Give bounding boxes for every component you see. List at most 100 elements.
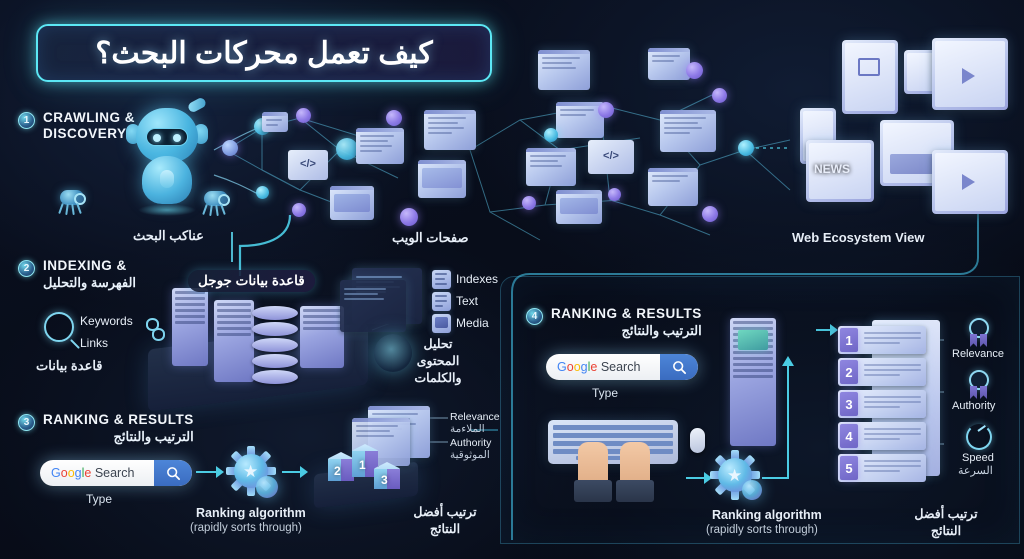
web-page-thumb bbox=[356, 128, 404, 164]
computer-mouse[interactable] bbox=[690, 428, 705, 453]
google-search-text-right: Google Search bbox=[557, 360, 641, 374]
web-page-thumb bbox=[538, 50, 590, 90]
spider-leg bbox=[58, 202, 64, 215]
text-label: Text bbox=[456, 294, 479, 308]
left-sleeve bbox=[574, 480, 612, 502]
ranking-algorithm-label-right: Ranking algorithm bbox=[712, 508, 822, 522]
web-node bbox=[386, 110, 402, 126]
ranking-gear-small-left bbox=[252, 472, 282, 502]
best-results-label-right: ترتيب أفضل النتائج bbox=[914, 507, 978, 538]
video-device-2 bbox=[932, 150, 1008, 214]
relevance-badge-label: Relevance bbox=[952, 348, 1004, 360]
authority-badge-icon bbox=[966, 370, 992, 400]
links-label: Links bbox=[80, 336, 109, 350]
page-title-banner: كيف تعمل محركات البحث؟ bbox=[36, 24, 492, 82]
result-rank-1: 1 bbox=[840, 328, 858, 352]
video-device bbox=[932, 38, 1008, 110]
search-submit-button-left[interactable] bbox=[154, 460, 192, 486]
spider-lens-icon bbox=[74, 193, 86, 205]
robot-antenna-icon bbox=[186, 96, 208, 114]
right-hand bbox=[620, 442, 650, 486]
keywords-label: Keywords bbox=[80, 314, 133, 328]
web-page-code: </> bbox=[288, 150, 328, 180]
ranking-algorithm-sub-left: (rapidly sorts through) bbox=[190, 522, 302, 534]
google-search-box-right[interactable]: Google Search bbox=[546, 354, 698, 380]
gear-star-icon: ★ bbox=[727, 466, 743, 485]
globe-node-icon bbox=[336, 138, 358, 160]
result-rank-2: 2 bbox=[840, 360, 858, 384]
spiders-label: عناكب البحث bbox=[133, 228, 204, 243]
web-node bbox=[598, 102, 614, 118]
step-4-number: 4 bbox=[526, 308, 543, 325]
type-label-left: Type bbox=[86, 492, 113, 506]
web-page-media bbox=[418, 160, 466, 198]
step-1-crawling[interactable]: 1 CRAWLING & DISCOVERY bbox=[18, 110, 135, 143]
google-search-box-left[interactable]: Google Search bbox=[40, 460, 192, 486]
search-spider-icon-2 bbox=[196, 186, 236, 217]
step-4-title-en: RANKING & RESULTS bbox=[551, 306, 702, 321]
step-3-title-en: RANKING & RESULTS bbox=[43, 412, 194, 427]
content-analysis-label: تحليل المحتوى والكلمات bbox=[414, 337, 462, 385]
keyboard[interactable] bbox=[548, 420, 678, 464]
robot-chest-light bbox=[160, 170, 174, 188]
robot-visor bbox=[146, 128, 188, 146]
step-1-title-line1: CRAWLING & bbox=[43, 110, 135, 125]
web-page-thumb bbox=[262, 112, 288, 132]
result-rank-5: 5 bbox=[840, 456, 858, 480]
authority-badge-label: Authority bbox=[952, 400, 996, 412]
step-3-ranking[interactable]: 3 RANKING & RESULTS الترتيب والنتائج bbox=[18, 412, 194, 446]
speed-badge-label-en: Speed bbox=[962, 452, 994, 464]
podium-block-label: 1 bbox=[359, 458, 366, 472]
podium-block-label: 2 bbox=[334, 464, 341, 478]
robot-eye-right bbox=[173, 134, 181, 142]
step-2-title-ar: الفهرسة والتحليل bbox=[43, 275, 137, 291]
analysis-panel bbox=[340, 280, 406, 332]
spider-leg bbox=[215, 204, 219, 217]
media-icon bbox=[432, 314, 451, 333]
web-node bbox=[544, 128, 558, 142]
robot-eye-left bbox=[153, 134, 161, 142]
text-icon bbox=[432, 292, 451, 311]
ecommerce-device bbox=[842, 40, 898, 114]
web-node bbox=[738, 140, 754, 156]
link-chain-icon bbox=[152, 328, 165, 341]
result-rank-3: 3 bbox=[840, 392, 858, 416]
server-status-light bbox=[738, 330, 768, 350]
relevance-label-ar: الملاءمة bbox=[450, 423, 485, 435]
web-node bbox=[296, 108, 311, 123]
code-glyph: </> bbox=[300, 158, 316, 170]
result-rank-4: 4 bbox=[840, 424, 858, 448]
spider-lens-icon bbox=[218, 194, 230, 206]
web-node bbox=[712, 88, 727, 103]
server-rack bbox=[172, 288, 208, 366]
relevance-label-en: Relevance bbox=[450, 411, 500, 423]
news-device: NEWS bbox=[806, 140, 874, 202]
podium-block-label: 3 bbox=[381, 473, 388, 487]
search-icon bbox=[672, 360, 686, 374]
step-3-title-ar: الترتيب والنتائج bbox=[113, 429, 194, 445]
indexes-icon bbox=[432, 270, 451, 289]
ranking-algorithm-sub-right: (rapidly sorts through) bbox=[706, 524, 818, 536]
relevance-badge-icon bbox=[966, 318, 992, 348]
ranking-gear-small-right bbox=[738, 476, 766, 504]
authority-label-ar: الموثوقية bbox=[450, 449, 490, 461]
analysis-glow-orb bbox=[374, 334, 412, 372]
web-node bbox=[702, 206, 718, 222]
web-page-media bbox=[556, 190, 602, 224]
code-glyph: </> bbox=[603, 150, 619, 162]
step-2-title-en: INDEXING & bbox=[43, 258, 127, 273]
step-2-indexing[interactable]: 2 INDEXING & الفهرسة والتحليل bbox=[18, 258, 136, 292]
news-badge: NEWS bbox=[814, 162, 850, 176]
magnifier-icon bbox=[44, 312, 74, 342]
indexes-label: Indexes bbox=[456, 272, 499, 286]
gear-star-icon: ★ bbox=[243, 462, 259, 481]
web-node bbox=[256, 186, 269, 199]
web-pages-label: صفحات الويب bbox=[392, 230, 469, 245]
storage-disc bbox=[252, 322, 298, 336]
step-4-ranking[interactable]: 4 RANKING & RESULTS الترتيب والنتائج bbox=[526, 306, 702, 340]
search-submit-button-right[interactable] bbox=[660, 354, 698, 380]
spider-leg bbox=[209, 204, 213, 217]
server-rack bbox=[300, 306, 344, 368]
type-label-right: Type bbox=[592, 386, 619, 400]
web-page-thumb bbox=[556, 102, 604, 138]
